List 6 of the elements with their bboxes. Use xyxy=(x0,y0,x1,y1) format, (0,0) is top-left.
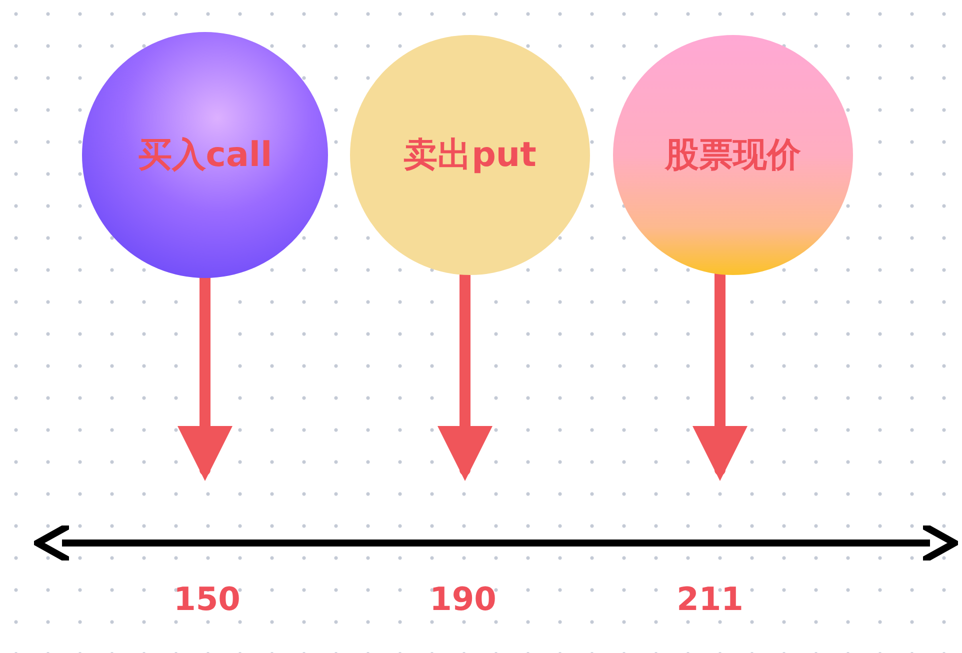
tick-value: 211 xyxy=(676,580,744,618)
circle-label: 买入call xyxy=(138,134,272,177)
tick-value: 150 xyxy=(174,580,240,618)
tick-value: 190 xyxy=(430,580,496,618)
circle-label: 卖出put xyxy=(404,134,536,177)
circle-label: 股票现价 xyxy=(665,134,801,177)
